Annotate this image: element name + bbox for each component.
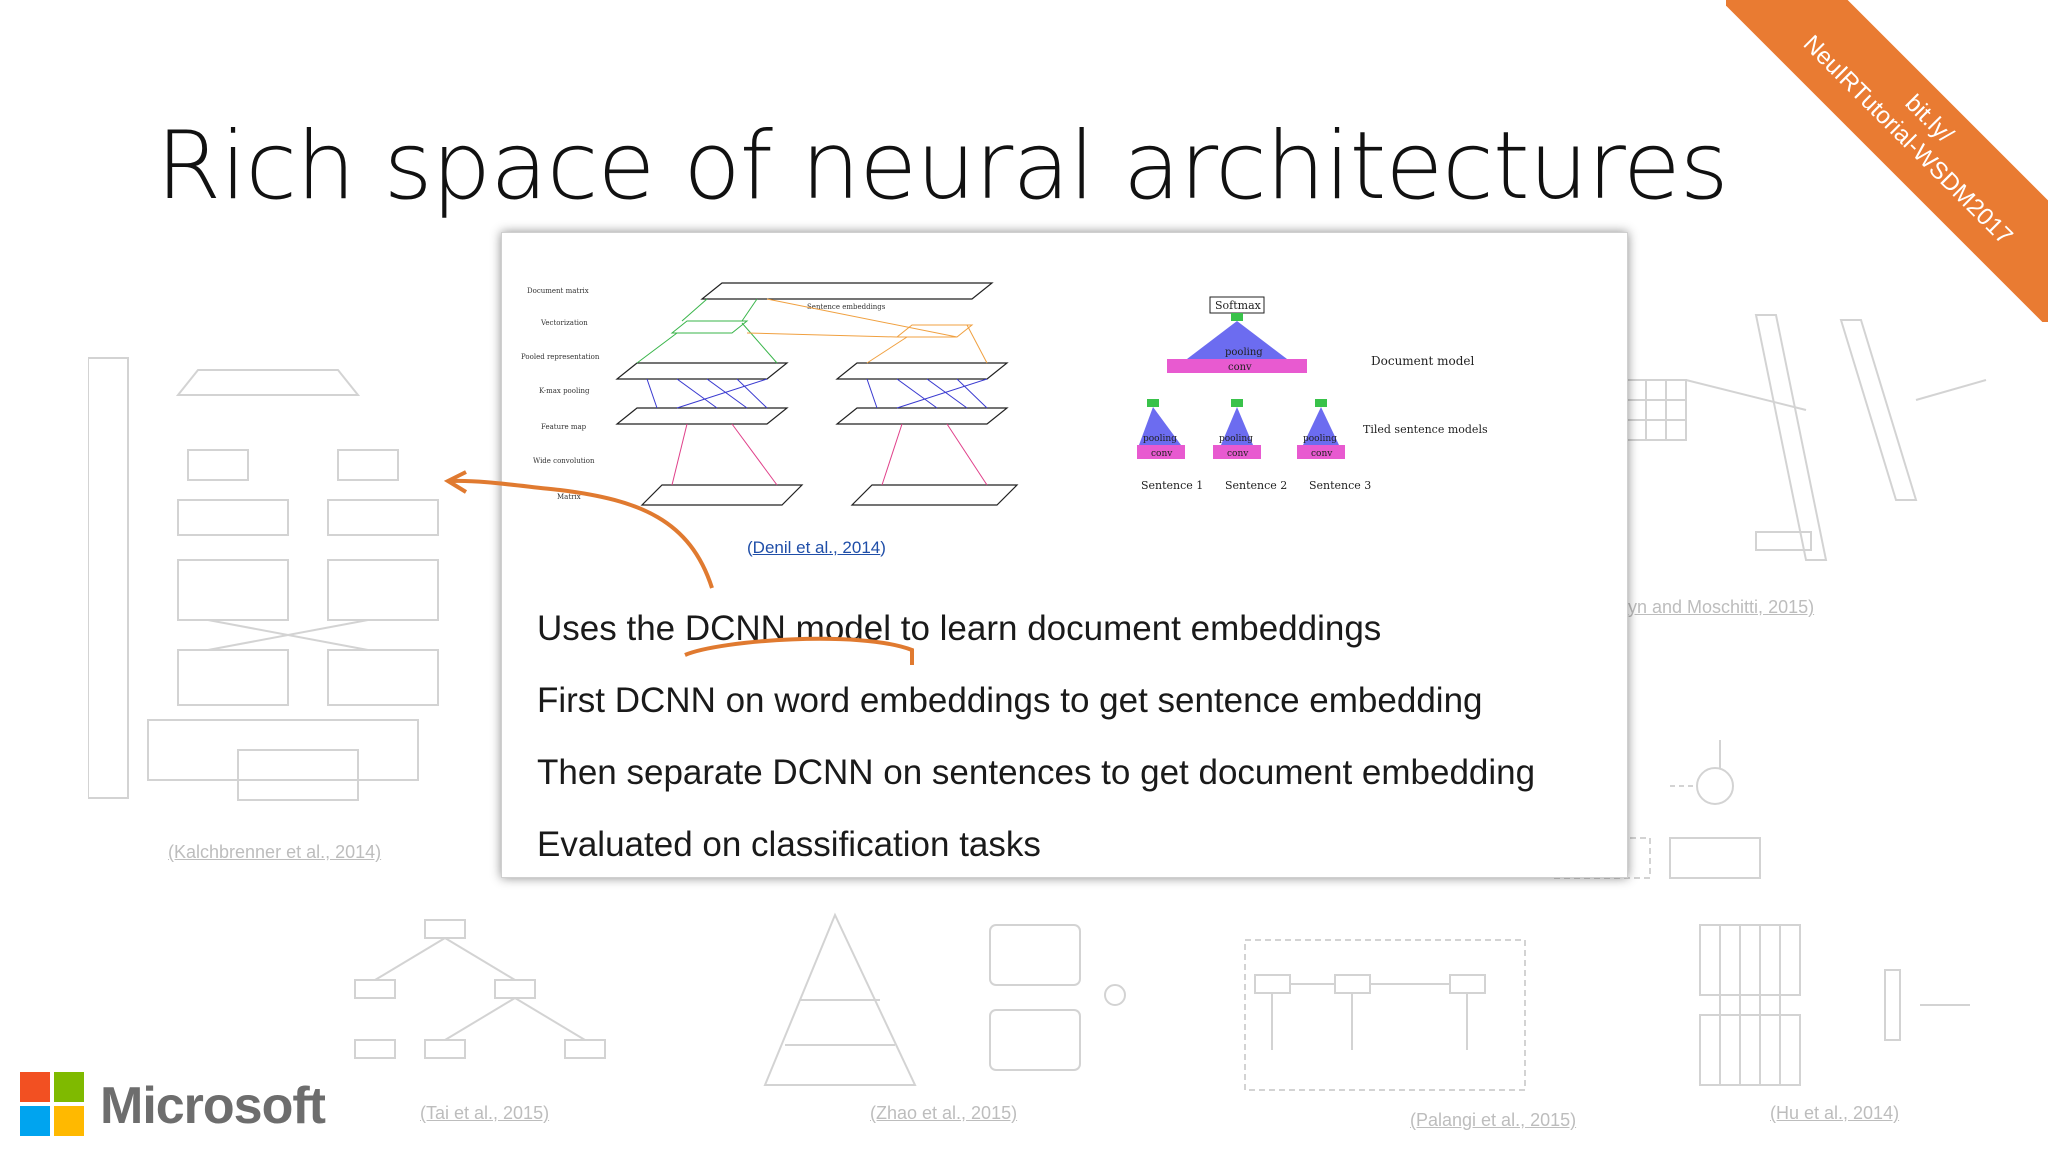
bullet-2: First DCNN on word embeddings to get sen… [537,681,1483,720]
citation-tai[interactable]: (Tai et al., 2015) [420,1103,550,1123]
url-ribbon[interactable]: bit.ly/ NeuIRTutorial-WSDM2017 [1726,0,2048,322]
slide-title: Rich space of neural architectures [156,112,1729,221]
citation-kalchbrenner[interactable]: (Kalchbrenner et al., 2014) [168,842,382,862]
background-figure-severyn [1626,314,1987,561]
microsoft-logo-icon [20,1072,84,1136]
softmax-label: Softmax [1215,299,1262,312]
bullet-1: Uses the DCNN model to learn document em… [537,609,1382,648]
sentence-2-label: Sentence 2 [1225,479,1287,492]
microsoft-wordmark: Microsoft [100,1077,326,1135]
pool-label-2: pooling [1219,434,1253,444]
background-figure-kalchbrenner [88,357,439,801]
document-model-label: Document model [1371,354,1475,368]
pool-label-3: pooling [1303,434,1337,444]
doc-pooling-label: pooling [1225,347,1263,358]
conv-label-3: conv [1311,449,1333,459]
citation-zhao[interactable]: (Zhao et al., 2015) [870,1103,1018,1123]
citation-palangi[interactable]: (Palangi et al., 2015) [1410,1110,1577,1130]
bullet-3: Then separate DCNN on sentences to get d… [537,753,1536,792]
fig-label-pooled: Pooled representation [521,353,600,361]
dcnn-figure: Document matrix Vectorization Pooled rep… [521,282,1019,506]
fig-label-feature-map: Feature map [541,423,587,431]
fig-label-wide-conv: Wide convolution [533,457,595,465]
background-figure-zhao [763,912,1126,1086]
ribbon-line-1: bit.ly/ [1899,89,1959,149]
citation-severyn[interactable]: yn and Moschitti, 2015) [1628,597,1815,617]
pool-label-1: pooling [1143,434,1177,444]
card-citation[interactable]: (Denil et al., 2014) [747,538,886,557]
fig-label-document-matrix: Document matrix [527,287,589,295]
card-citation-link[interactable]: Denil et al., 2014 [752,538,881,557]
conv-label-1: conv [1151,449,1173,459]
bullet-4: Evaluated on classification tasks [537,825,1041,864]
sentence-1-label: Sentence 1 [1141,479,1203,492]
fig-label-matrix: Matrix [557,493,581,501]
sentence-3-label: Sentence 3 [1309,479,1371,492]
document-model-figure: Softmax pooling conv Document model pool… [1137,296,1488,492]
highlight-card: Document matrix Vectorization Pooled rep… [501,232,1628,878]
background-figure-palangi [1244,939,1526,1091]
background-figure-tai [354,919,606,1059]
fig-label-vectorization: Vectorization [540,319,588,327]
fig-label-kmax: K-max pooling [539,387,590,395]
conv-label-2: conv [1227,449,1249,459]
ribbon-line-2: NeuIRTutorial-WSDM2017 [1797,30,2018,251]
background-figure-hu [1699,924,1970,1086]
fig-label-sentence-embeddings: Sentence embeddings [807,303,886,311]
tiled-sentence-models-label: Tiled sentence models [1363,423,1488,436]
citation-hu[interactable]: (Hu et al., 2014) [1770,1103,1900,1123]
bullet-list: Uses the DCNN model to learn document em… [537,593,1535,881]
doc-conv-label: conv [1228,362,1252,373]
